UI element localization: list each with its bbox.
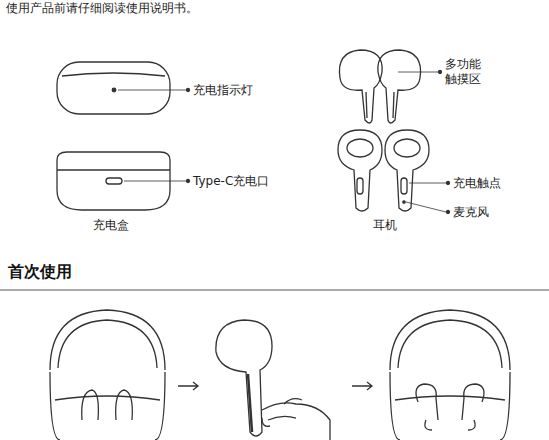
earbud-with-hand [216, 320, 330, 440]
part-label: 充电触点 [453, 176, 501, 191]
part-label: 充电盒 [93, 218, 129, 233]
leader-dot [447, 211, 450, 214]
type-c-port [106, 178, 122, 184]
leader-dot [439, 71, 442, 74]
leader-line [124, 181, 186, 182]
leader-dot [187, 180, 190, 183]
part-label: 麦克风 [453, 205, 489, 220]
leader-line [406, 202, 446, 212]
leader-dot [447, 182, 450, 185]
earbud-left-inner [338, 130, 382, 211]
open-case-left [50, 310, 165, 440]
earbud-right-top [378, 50, 421, 123]
step-arrow [178, 382, 198, 390]
earbud-left-top [339, 50, 382, 123]
section-rule [0, 290, 549, 291]
case-top [57, 62, 170, 114]
part-label: Type-C充电口 [193, 174, 269, 189]
case-seam [57, 169, 170, 170]
leader-dot [187, 89, 190, 92]
part-label: 充电指示灯 [193, 83, 253, 98]
earbud-right-inner [385, 130, 429, 211]
case-lid-line [62, 73, 165, 76]
part-label: 耳机 [373, 218, 397, 233]
leader-line [409, 183, 446, 184]
step-arrow [352, 382, 372, 390]
note-text: 使用产品前请仔细阅读使用说明书。 [6, 1, 198, 16]
open-case-right [390, 310, 510, 440]
part-label: 多功能 触摸区 [445, 57, 485, 87]
indicator-dot [112, 88, 116, 92]
leader-line [398, 72, 438, 73]
section-heading: 首次使用 [8, 262, 72, 282]
leader-line [118, 90, 186, 91]
